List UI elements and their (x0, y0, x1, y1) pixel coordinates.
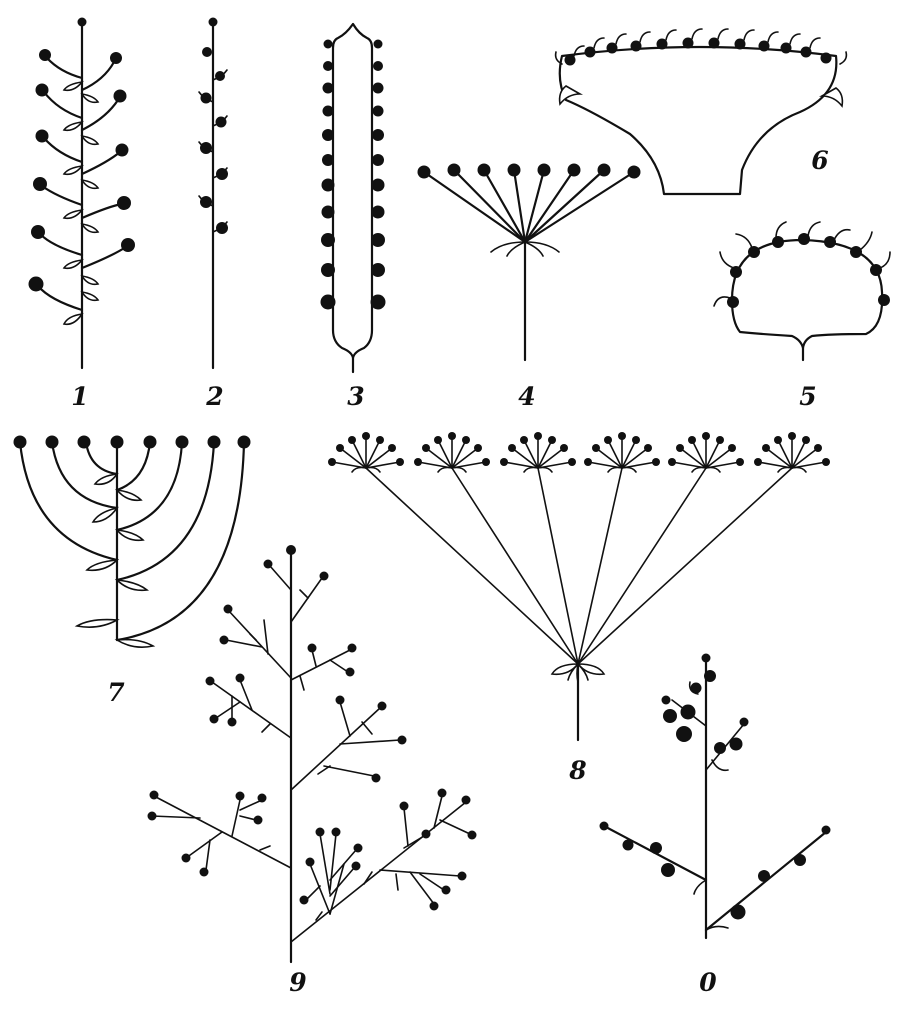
umbellet-2 (414, 432, 490, 473)
diagram-3-spadix (320, 22, 386, 374)
diagram-5-round-head (713, 221, 891, 362)
diagram-4-umbel (417, 163, 641, 362)
label-3: 3 (347, 382, 365, 411)
diagram-7-corymb (13, 435, 251, 648)
label-2: 2 (206, 382, 224, 411)
label-8: 8 (569, 756, 587, 785)
diagram-1-raceme (28, 17, 135, 370)
label-0: 0 (699, 968, 717, 997)
label-9: 9 (289, 968, 307, 997)
diagram-6-flat-head (554, 28, 848, 196)
umbellet-3 (500, 432, 576, 473)
label-4: 4 (518, 382, 536, 411)
umbellet-5 (668, 432, 744, 473)
diagram-0-open-branching (599, 653, 831, 940)
label-1: 1 (71, 382, 89, 411)
diagram-2-spike (198, 17, 228, 370)
label-6: 6 (811, 146, 829, 175)
umbellet-6 (754, 432, 830, 473)
label-5: 5 (799, 382, 817, 411)
label-7: 7 (107, 678, 125, 707)
diagram-9-panicle (147, 545, 477, 964)
head-6-florets (564, 28, 832, 66)
umbellet-1 (328, 432, 404, 473)
umbellet-4 (584, 432, 660, 473)
diagram-8-compound-umbel (328, 432, 830, 742)
